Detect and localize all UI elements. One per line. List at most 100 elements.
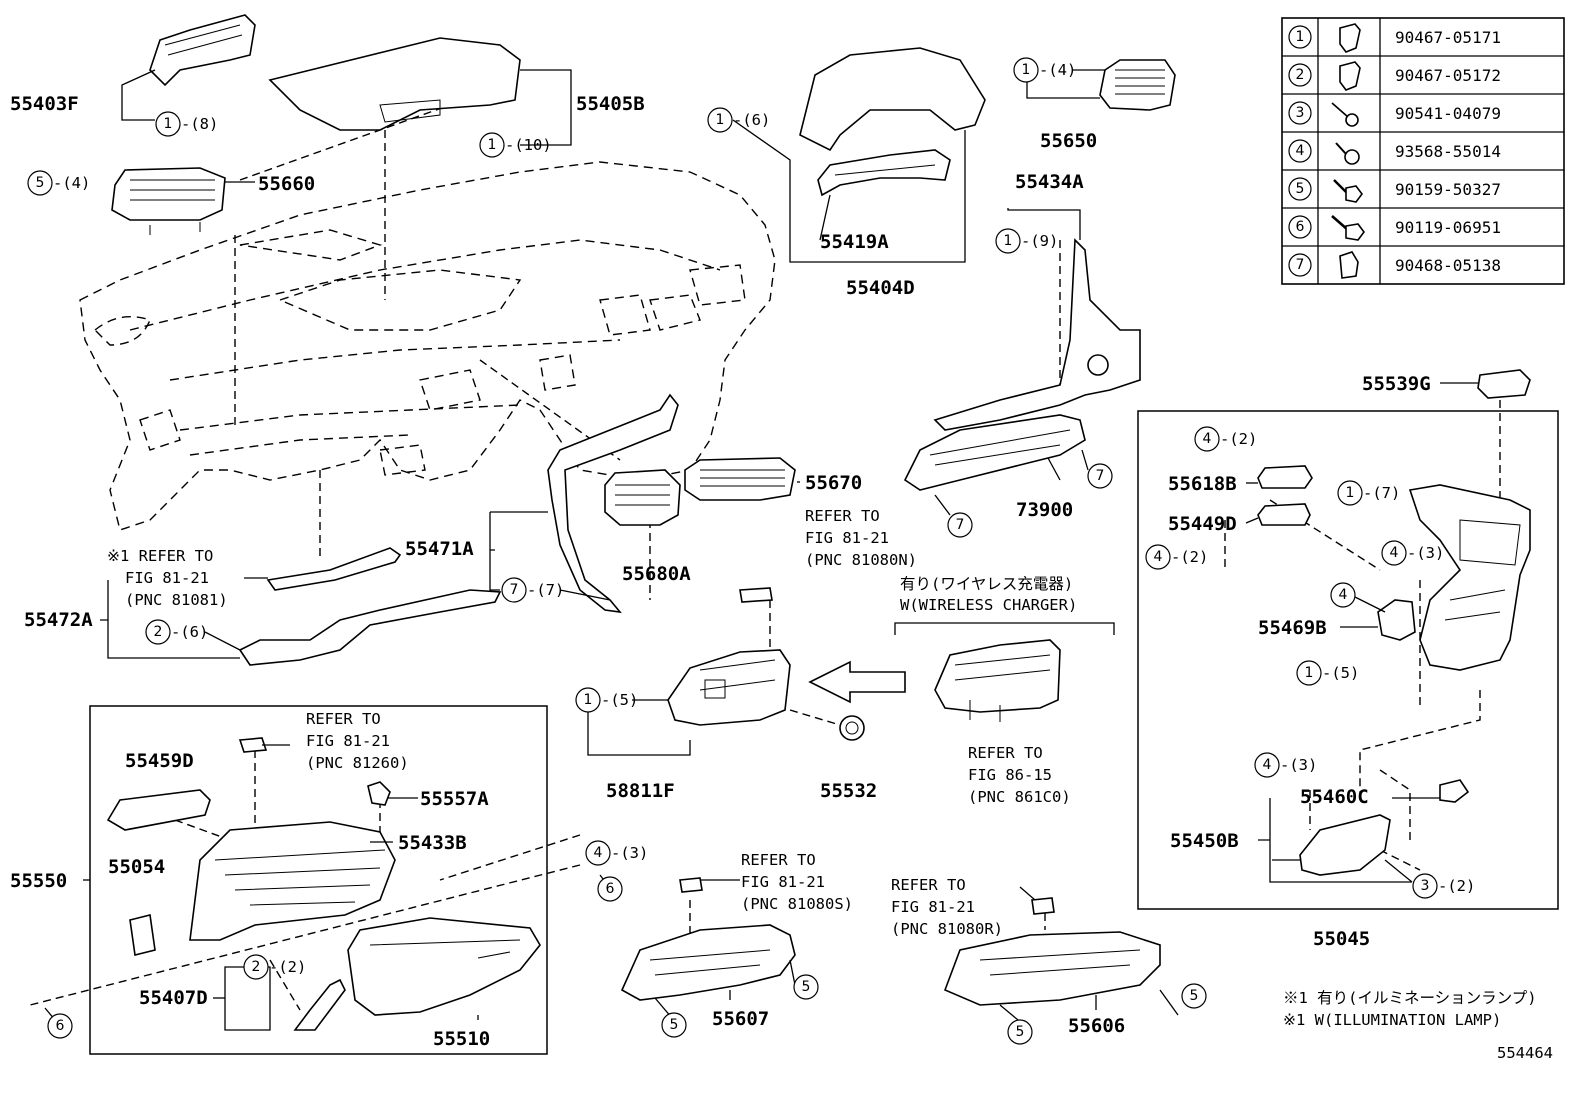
qty-5: -(5) (1322, 664, 1359, 682)
part-55557A-shape (238, 737, 391, 806)
leader-lines (44, 69, 1478, 1031)
part-55660-shape (111, 167, 226, 235)
callout-4: 4 (1390, 545, 1399, 561)
wireless-charger-bracket (894, 622, 1115, 635)
callout-1: 1 (1022, 62, 1031, 78)
fig-ref: FIG 81-21 (306, 732, 390, 750)
part-55450B-shape (1299, 779, 1470, 876)
pnc-ref: (PNC 861C0) (968, 788, 1071, 806)
qty-8: -(8) (181, 115, 218, 133)
glove-box-group-frame (89, 705, 548, 1055)
wireless-charger-arrow (808, 660, 906, 704)
qty-2: -(2) (1220, 430, 1257, 448)
qty-2: -(2) (1438, 877, 1475, 895)
table-row-3-part: 90541-04079 (1395, 104, 1501, 123)
table-row-3-number: 3 (1296, 105, 1305, 121)
bolt-icon (1331, 215, 1365, 241)
drawing-number: 554464 (1497, 1044, 1553, 1062)
label-55532: 55532 (820, 780, 877, 802)
callout-3: 3 (1421, 878, 1430, 894)
table-row-1-part: 90467-05171 (1395, 28, 1501, 47)
label-55606: 55606 (1068, 1015, 1125, 1037)
pnc-ref: (PNC 81080R) (891, 920, 1003, 938)
part-55469B-shape (1377, 599, 1416, 641)
callout-4: 4 (594, 845, 603, 861)
qty-2: -(2) (1171, 548, 1208, 566)
fig-ref: FIG 81-21 (741, 873, 825, 891)
part-58811F-shape (667, 587, 791, 726)
callout-1: 1 (1305, 665, 1314, 681)
part-73900-shape (903, 414, 1086, 491)
label-73900: 73900 (1016, 499, 1073, 521)
table-row-2-part: 90467-05172 (1395, 66, 1501, 85)
pnc-ref: (PNC 81080N) (805, 551, 917, 569)
callout-7: 7 (1096, 468, 1105, 484)
label-55449D: 55449D (1168, 513, 1237, 535)
label-55403F: 55403F (10, 93, 79, 115)
qty-7: -(7) (527, 581, 564, 599)
part-55670-shape (684, 457, 796, 501)
label-55433B: 55433B (398, 832, 467, 854)
table-row-4-number: 4 (1296, 143, 1305, 159)
pnc-ref: (PNC 81081) (125, 591, 228, 609)
table-row-1-number: 1 (1296, 29, 1305, 45)
qty-4: -(4) (1039, 61, 1076, 79)
label-55045: 55045 (1313, 928, 1370, 950)
part-55054-shape (129, 914, 156, 956)
fig-ref: FIG 81-21 (891, 898, 975, 916)
pnc-ref: (PNC 81260) (306, 754, 409, 772)
fig-ref: FIG 81-21 (125, 569, 209, 587)
refer-to-text: ※1 REFER TO (107, 547, 213, 565)
footnote-en: ※1 W(ILLUMINATION LAMP) (1283, 1011, 1501, 1029)
table-row-4-part: 93568-55014 (1395, 142, 1501, 161)
callout-7: 7 (956, 517, 965, 533)
label-55660: 55660 (258, 173, 315, 195)
callout-4: 4 (1154, 549, 1163, 565)
callout-4: 4 (1203, 431, 1212, 447)
label-58811F: 58811F (606, 780, 675, 802)
part-55650-shape (1099, 59, 1176, 111)
part-55459D-shape (106, 789, 211, 831)
qty-3: -(3) (611, 844, 648, 862)
callout-6: 6 (56, 1018, 65, 1034)
part-55403F-shape (149, 14, 256, 87)
clip-icon (1339, 23, 1361, 53)
part-55618B-shape (1257, 465, 1313, 489)
part-55532-shape (839, 715, 865, 741)
wireless-charger-ja: 有り(ワイヤレス充電器) (900, 575, 1073, 593)
label-55405B: 55405B (576, 93, 645, 115)
label-55550: 55550 (10, 870, 67, 892)
fig-ref: FIG 81-21 (805, 529, 889, 547)
instrument-panel-outline (79, 161, 776, 531)
label-55459D: 55459D (125, 750, 194, 772)
part-labels: 55403F 55405B 55660 55419A 55404D 55650 … (10, 93, 1431, 1050)
label-55472A: 55472A (24, 609, 93, 631)
label-55618B: 55618B (1168, 473, 1237, 495)
part-55472A-shape (238, 547, 502, 666)
screw-icon (1335, 142, 1360, 165)
table-row-6-part: 90119-06951 (1395, 218, 1501, 237)
part-55510-shape (347, 917, 541, 1016)
callout-1: 1 (164, 116, 173, 132)
label-55407D: 55407D (139, 987, 208, 1009)
label-55607: 55607 (712, 1008, 769, 1030)
label-55434A: 55434A (1015, 171, 1084, 193)
label-55557A: 55557A (420, 788, 489, 810)
part-55607-shape (620, 877, 796, 1001)
qty-4: -(4) (53, 174, 90, 192)
callout-1: 1 (1346, 485, 1355, 501)
part-55680A-shape (604, 469, 681, 526)
label-55404D: 55404D (846, 277, 915, 299)
part-55404D-shape (799, 47, 986, 152)
label-55650: 55650 (1040, 130, 1097, 152)
label-55670: 55670 (805, 472, 862, 494)
table-row-5-part: 90159-50327 (1395, 180, 1501, 199)
table-row-5-number: 5 (1296, 181, 1305, 197)
refer-to-text: REFER TO (968, 744, 1043, 762)
fastener-table: 1 90467-05171 2 90467-05172 3 90541-0407… (1281, 17, 1565, 285)
label-55539G: 55539G (1362, 373, 1431, 395)
label-55680A: 55680A (622, 563, 691, 585)
label-55471A: 55471A (405, 538, 474, 560)
pnc-ref: (PNC 81080S) (741, 895, 853, 913)
